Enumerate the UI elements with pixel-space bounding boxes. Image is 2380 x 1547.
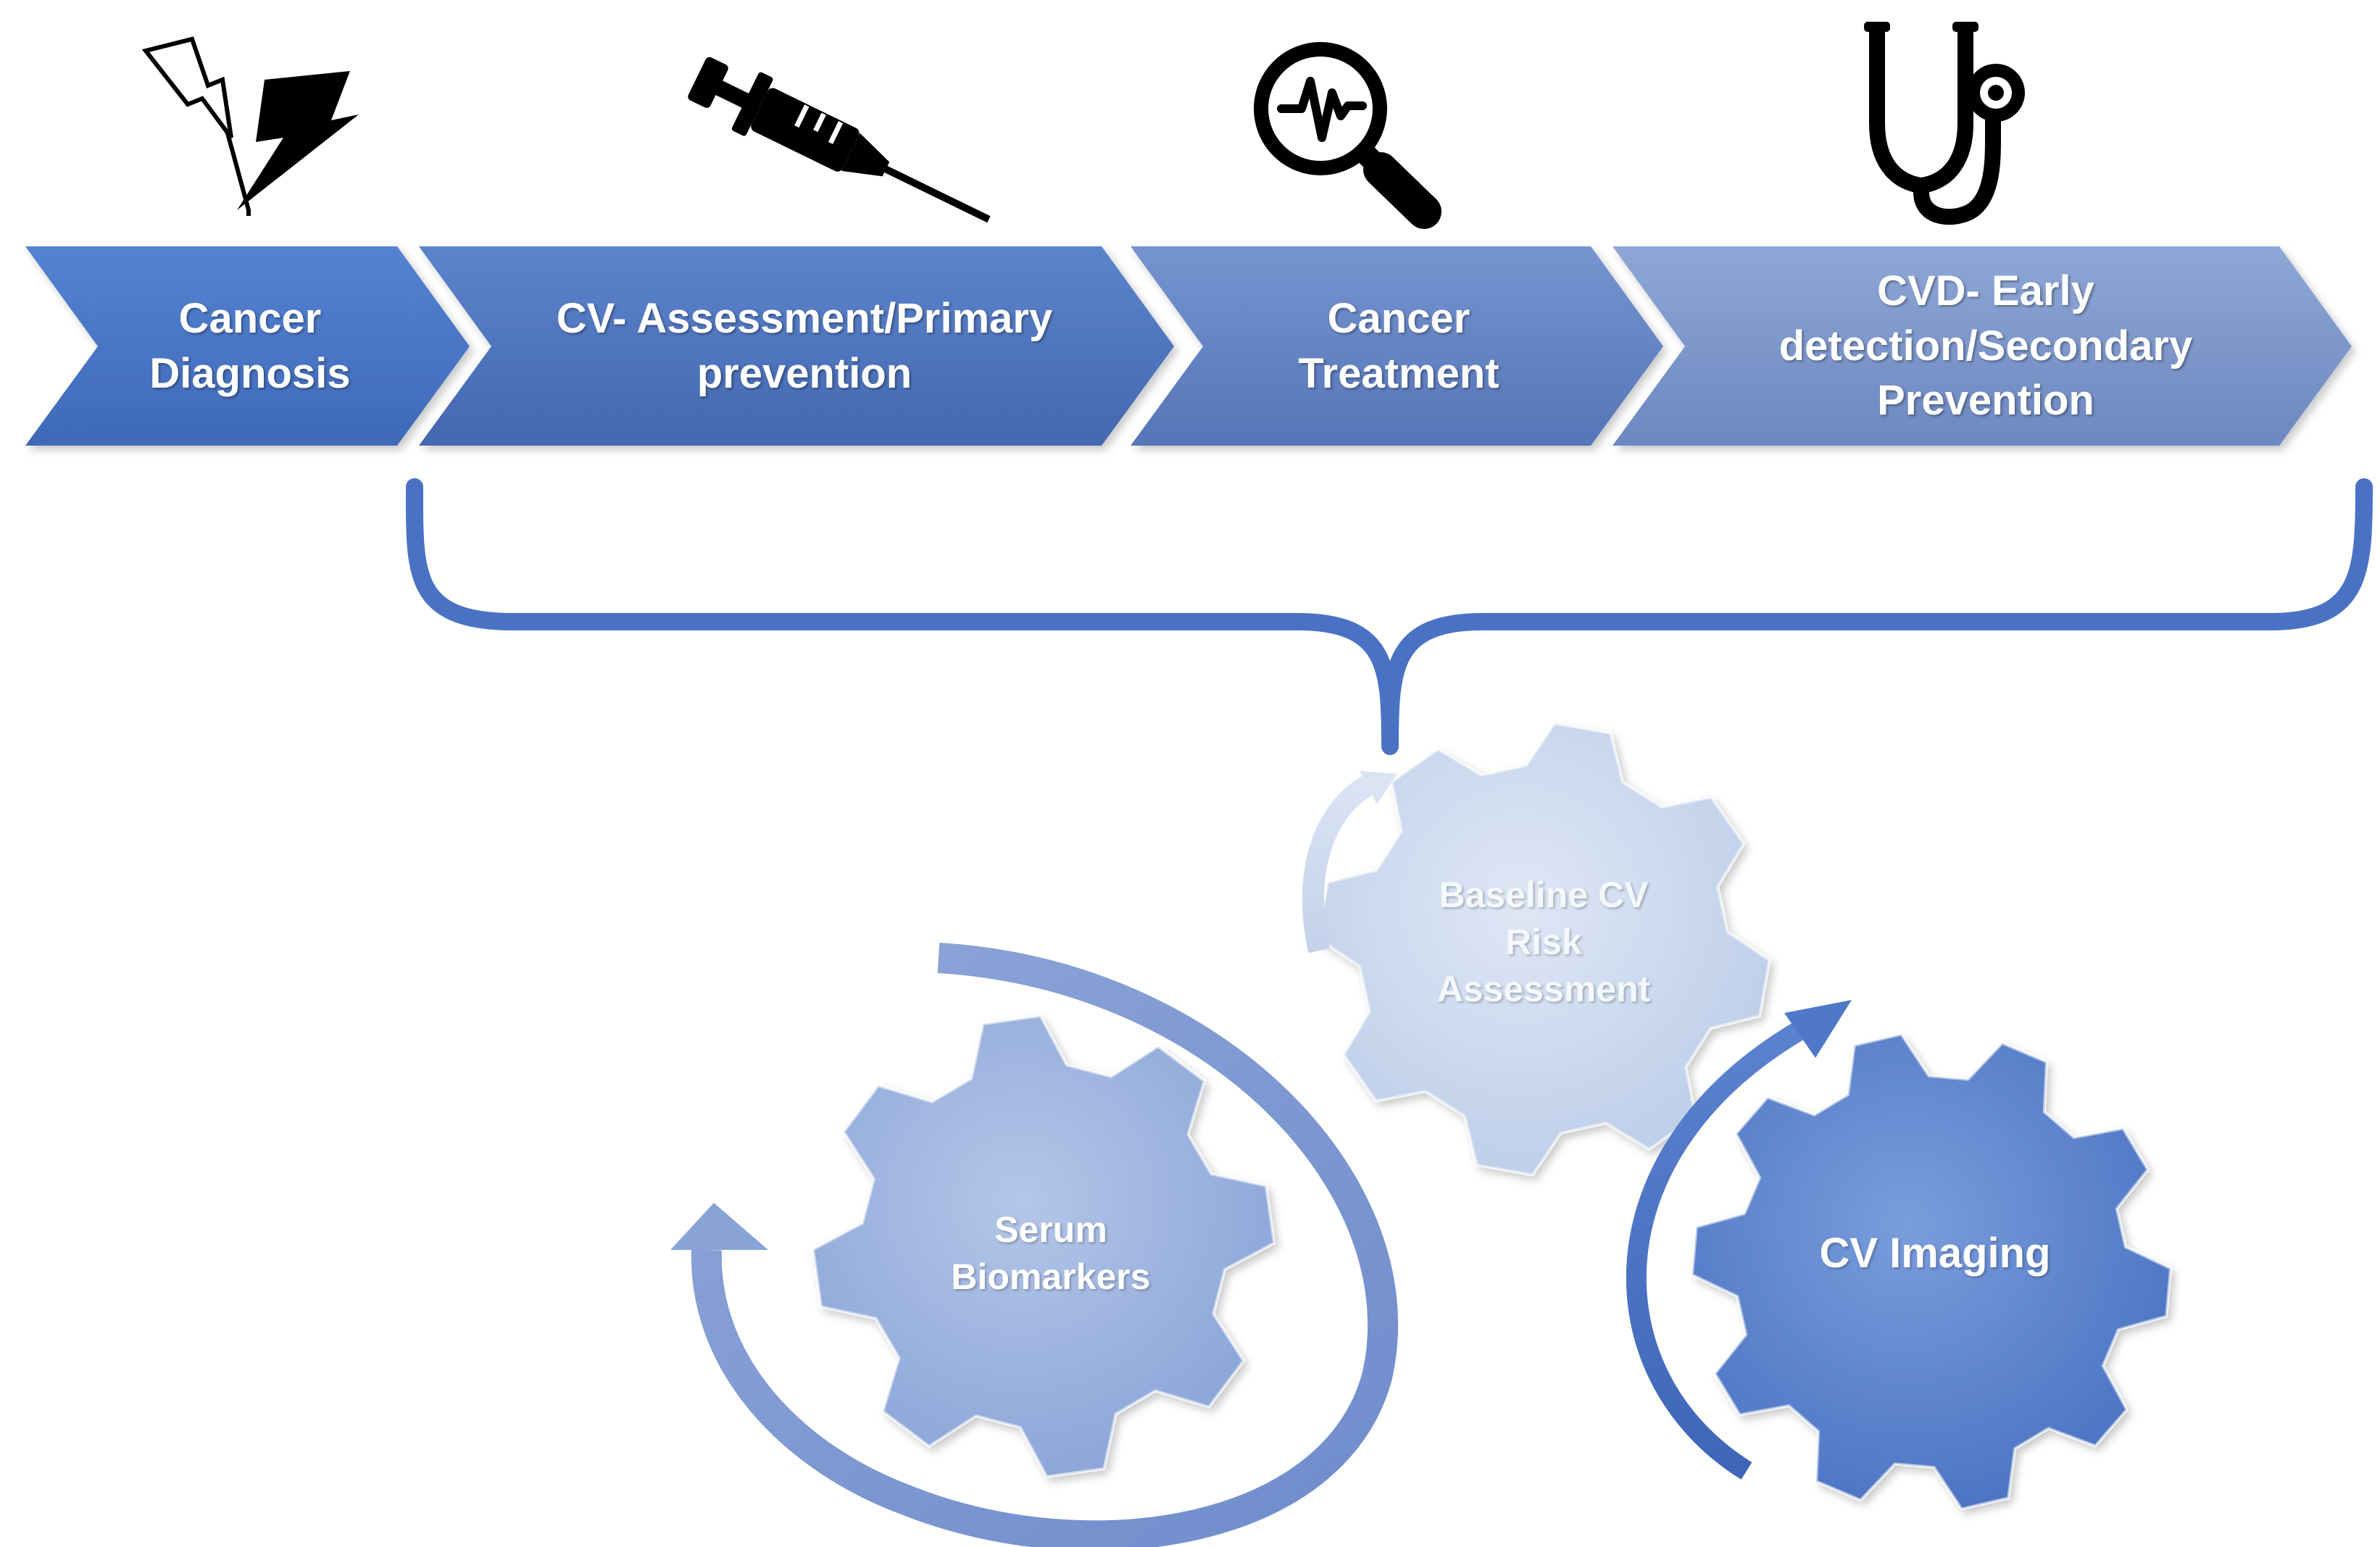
magnifier-heartbeat-icon [1254, 42, 1441, 229]
process-step-cancer-diagnosis [25, 246, 470, 446]
grouping-brace [405, 478, 2373, 755]
process-step-cancer-treatment [1131, 246, 1663, 446]
gear-cv-imaging [1690, 1033, 2173, 1511]
circular-arrow-imaging [1626, 1000, 1852, 1480]
lightning-icon [141, 36, 359, 216]
syringe-icon [688, 57, 991, 223]
stethoscope-icon [1864, 22, 2025, 225]
process-step-cv-assessment [419, 246, 1174, 446]
process-step-cvd-early-detection [1613, 246, 2352, 446]
circular-arrow-serum [670, 943, 1399, 1547]
gear-serum-biomarkers [811, 1014, 1276, 1479]
circular-arrow-baseline [1302, 771, 1397, 954]
